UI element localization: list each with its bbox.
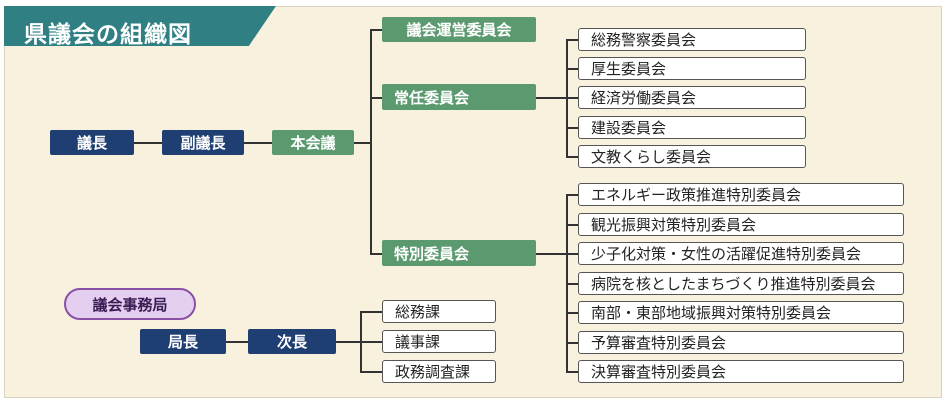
connector-line xyxy=(566,371,578,373)
connector-line xyxy=(370,29,372,253)
secretariat-section-item: 議事課 xyxy=(382,330,496,353)
special-committee-item: 観光振興対策特別委員会 xyxy=(578,213,904,236)
special-committee-item: エネルギー政策推進特別委員会 xyxy=(578,183,904,206)
standing-committee-item: 総務警察委員会 xyxy=(578,28,806,51)
connector-line xyxy=(370,29,382,31)
standing-committee-item: 文教くらし委員会 xyxy=(578,145,806,168)
connector-line xyxy=(536,97,566,99)
connector-line xyxy=(360,311,382,313)
special-committee-item: 南部・東部地域振興対策特別委員会 xyxy=(578,301,904,324)
connector-line xyxy=(566,127,578,129)
standing-committee-item: 建設委員会 xyxy=(578,116,806,139)
connector-line xyxy=(566,283,578,285)
deputy-director-box: 次長 xyxy=(248,329,336,354)
connector-line xyxy=(566,156,578,158)
standing-committee-item: 経済労働委員会 xyxy=(578,86,806,109)
connector-line xyxy=(566,342,578,344)
steering-committee-box: 議会運営委員会 xyxy=(382,17,536,42)
special-committee-item: 少子化対策・女性の活躍促進特別委員会 xyxy=(578,242,904,265)
connector-line xyxy=(536,253,566,255)
vice-speaker-box: 副議長 xyxy=(162,130,244,155)
connector-line xyxy=(360,341,382,343)
connector-line xyxy=(336,341,360,343)
connector-line xyxy=(566,39,578,41)
director-box: 局長 xyxy=(140,329,226,354)
title-banner: 県議会の組織図 xyxy=(4,6,276,46)
plenary-session-box: 本会議 xyxy=(272,130,354,155)
special-committee-item: 予算審査特別委員会 xyxy=(578,331,904,354)
connector-line xyxy=(566,224,578,226)
special-committee-box: 特別委員会 xyxy=(382,240,536,266)
diagram-title: 県議会の組織図 xyxy=(24,22,192,48)
secretariat-label: 議会事務局 xyxy=(64,288,196,320)
connector-line xyxy=(566,97,578,99)
standing-committee-item: 厚生委員会 xyxy=(578,57,806,80)
secretariat-section-item: 政務調査課 xyxy=(382,360,496,383)
special-committee-item: 決算審査特別委員会 xyxy=(578,360,904,383)
secretariat-section-item: 総務課 xyxy=(382,300,496,323)
connector-line xyxy=(244,142,272,144)
speaker-box: 議長 xyxy=(50,130,134,155)
connector-line xyxy=(354,142,370,144)
connector-line xyxy=(566,312,578,314)
special-committee-item: 病院を核としたまちづくり推進特別委員会 xyxy=(578,272,904,295)
connector-line xyxy=(566,194,568,371)
connector-line xyxy=(226,341,248,343)
connector-line xyxy=(360,371,382,373)
connector-line xyxy=(370,97,382,99)
connector-line xyxy=(370,253,382,255)
connector-line xyxy=(566,253,578,255)
connector-line xyxy=(566,68,578,70)
connector-line xyxy=(134,142,162,144)
connector-line xyxy=(566,194,578,196)
standing-committee-box: 常任委員会 xyxy=(382,84,536,110)
